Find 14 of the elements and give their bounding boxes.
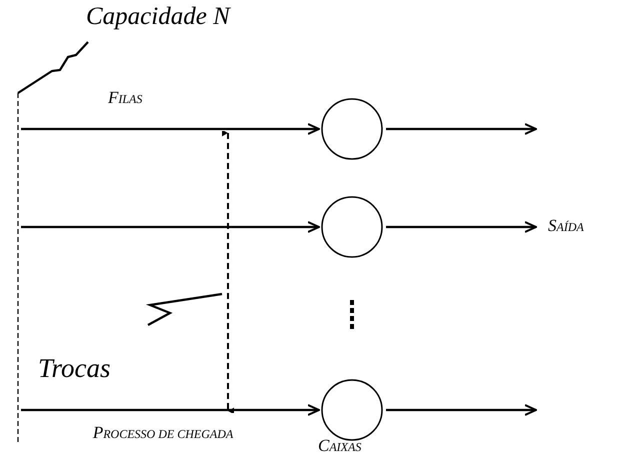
caption-text: CAIXAS	[318, 436, 362, 457]
caption-text: FILAS	[108, 88, 144, 109]
arrow	[21, 123, 320, 135]
annotation-text: Trocas	[38, 355, 128, 393]
caption-text: PROCESSO DE CHEGADA	[92, 423, 234, 444]
leader-line	[146, 292, 222, 326]
arrow	[21, 221, 320, 233]
leader-line	[17, 41, 89, 94]
arrow	[386, 404, 537, 416]
arrow	[21, 404, 320, 416]
annotation-text: Capacidade N	[86, 4, 286, 42]
edge-label: SAÍDA	[548, 216, 584, 237]
arrow	[386, 221, 537, 233]
arrow	[386, 123, 537, 135]
